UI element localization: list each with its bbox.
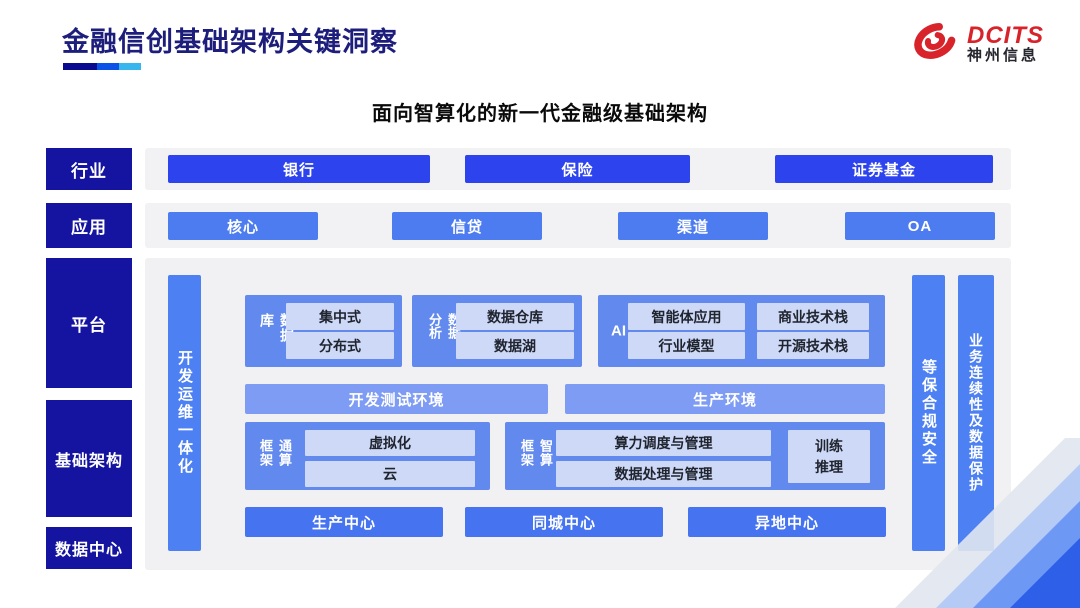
title-accent-bar	[63, 63, 141, 70]
diagram-title: 面向智算化的新一代金融级基础架构	[372, 103, 708, 125]
ic-item-scheduling: 算力调度与管理	[556, 430, 771, 456]
analytics-item-lake: 数据湖	[456, 332, 574, 359]
env-dev-test: 开发测试环境	[245, 384, 548, 414]
general-compute-group: 通算框架 虚拟化 云	[245, 422, 490, 490]
layer-label-platform: 平台	[46, 258, 132, 388]
dcits-swirl-icon	[911, 18, 959, 69]
company-logo: DCITS 神州信息	[911, 18, 1044, 69]
database-item-centralized: 集中式	[286, 303, 394, 330]
general-compute-label: 通算框架	[258, 439, 292, 467]
analytics-group: 数据分析 数据仓库 数据湖	[412, 295, 582, 367]
platform-panel: 开发运维一体化 数据库 集中式 分布式 数据分析 数据仓库 数据湖 AI 智能体…	[145, 258, 1011, 570]
devops-bar: 开发运维一体化	[168, 275, 201, 551]
intelligent-compute-label: 智算框架	[519, 439, 553, 467]
ai-group-label: AI	[611, 322, 626, 340]
ic-item-train-inference: 训练推理	[788, 430, 870, 483]
gc-item-cloud: 云	[305, 461, 475, 487]
ic-item-data-processing: 数据处理与管理	[556, 461, 771, 487]
application-item-oa: OA	[845, 212, 995, 240]
env-production: 生产环境	[565, 384, 885, 414]
industry-item-securities: 证券基金	[775, 155, 993, 183]
ai-item-agent-apps: 智能体应用	[628, 303, 745, 330]
logo-text: DCITS 神州信息	[967, 23, 1044, 64]
continuity-bar: 业务连续性及数据保护	[958, 275, 994, 551]
center-production: 生产中心	[245, 507, 443, 537]
logo-brand: DCITS	[967, 22, 1044, 50]
logo-company: 神州信息	[967, 47, 1040, 65]
layer-label-infrastructure: 基础架构	[46, 400, 132, 517]
center-same-city: 同城中心	[465, 507, 663, 537]
layer-label-application: 应用	[46, 203, 132, 248]
industry-row: 银行 保险 证券基金	[145, 148, 1011, 190]
analytics-item-warehouse: 数据仓库	[456, 303, 574, 330]
layer-label-datacenter: 数据中心	[46, 527, 132, 569]
industry-item-bank: 银行	[168, 155, 430, 183]
layer-label-industry: 行业	[46, 148, 132, 190]
security-bar: 等保合规安全	[912, 275, 945, 551]
industry-item-insurance: 保险	[465, 155, 690, 183]
ai-item-opensource-stack: 开源技术栈	[757, 332, 869, 359]
database-group: 数据库 集中式 分布式	[245, 295, 402, 367]
continuity-bar-label: 业务连续性及数据保护	[968, 333, 984, 493]
application-item-core: 核心	[168, 212, 318, 240]
ai-group: AI 智能体应用 商业技术栈 行业模型 开源技术栈	[598, 295, 885, 367]
application-row: 核心 信贷 渠道 OA	[145, 203, 1011, 248]
security-bar-label: 等保合规安全	[920, 359, 937, 467]
accent-segment-mid	[97, 63, 119, 70]
ai-item-industry-models: 行业模型	[628, 332, 745, 359]
intelligent-compute-group: 智算框架 算力调度与管理 数据处理与管理 训练推理	[505, 422, 885, 490]
gc-item-virtualization: 虚拟化	[305, 430, 475, 456]
ai-item-commercial-stack: 商业技术栈	[757, 303, 869, 330]
accent-segment-light	[119, 63, 141, 70]
page-title: 金融信创基础架构关键洞察	[62, 27, 398, 57]
application-item-credit: 信贷	[392, 212, 542, 240]
center-remote: 异地中心	[688, 507, 886, 537]
database-item-distributed: 分布式	[286, 332, 394, 359]
devops-bar-label: 开发运维一体化	[176, 350, 193, 476]
accent-segment-dark	[63, 63, 97, 70]
application-item-channel: 渠道	[618, 212, 768, 240]
